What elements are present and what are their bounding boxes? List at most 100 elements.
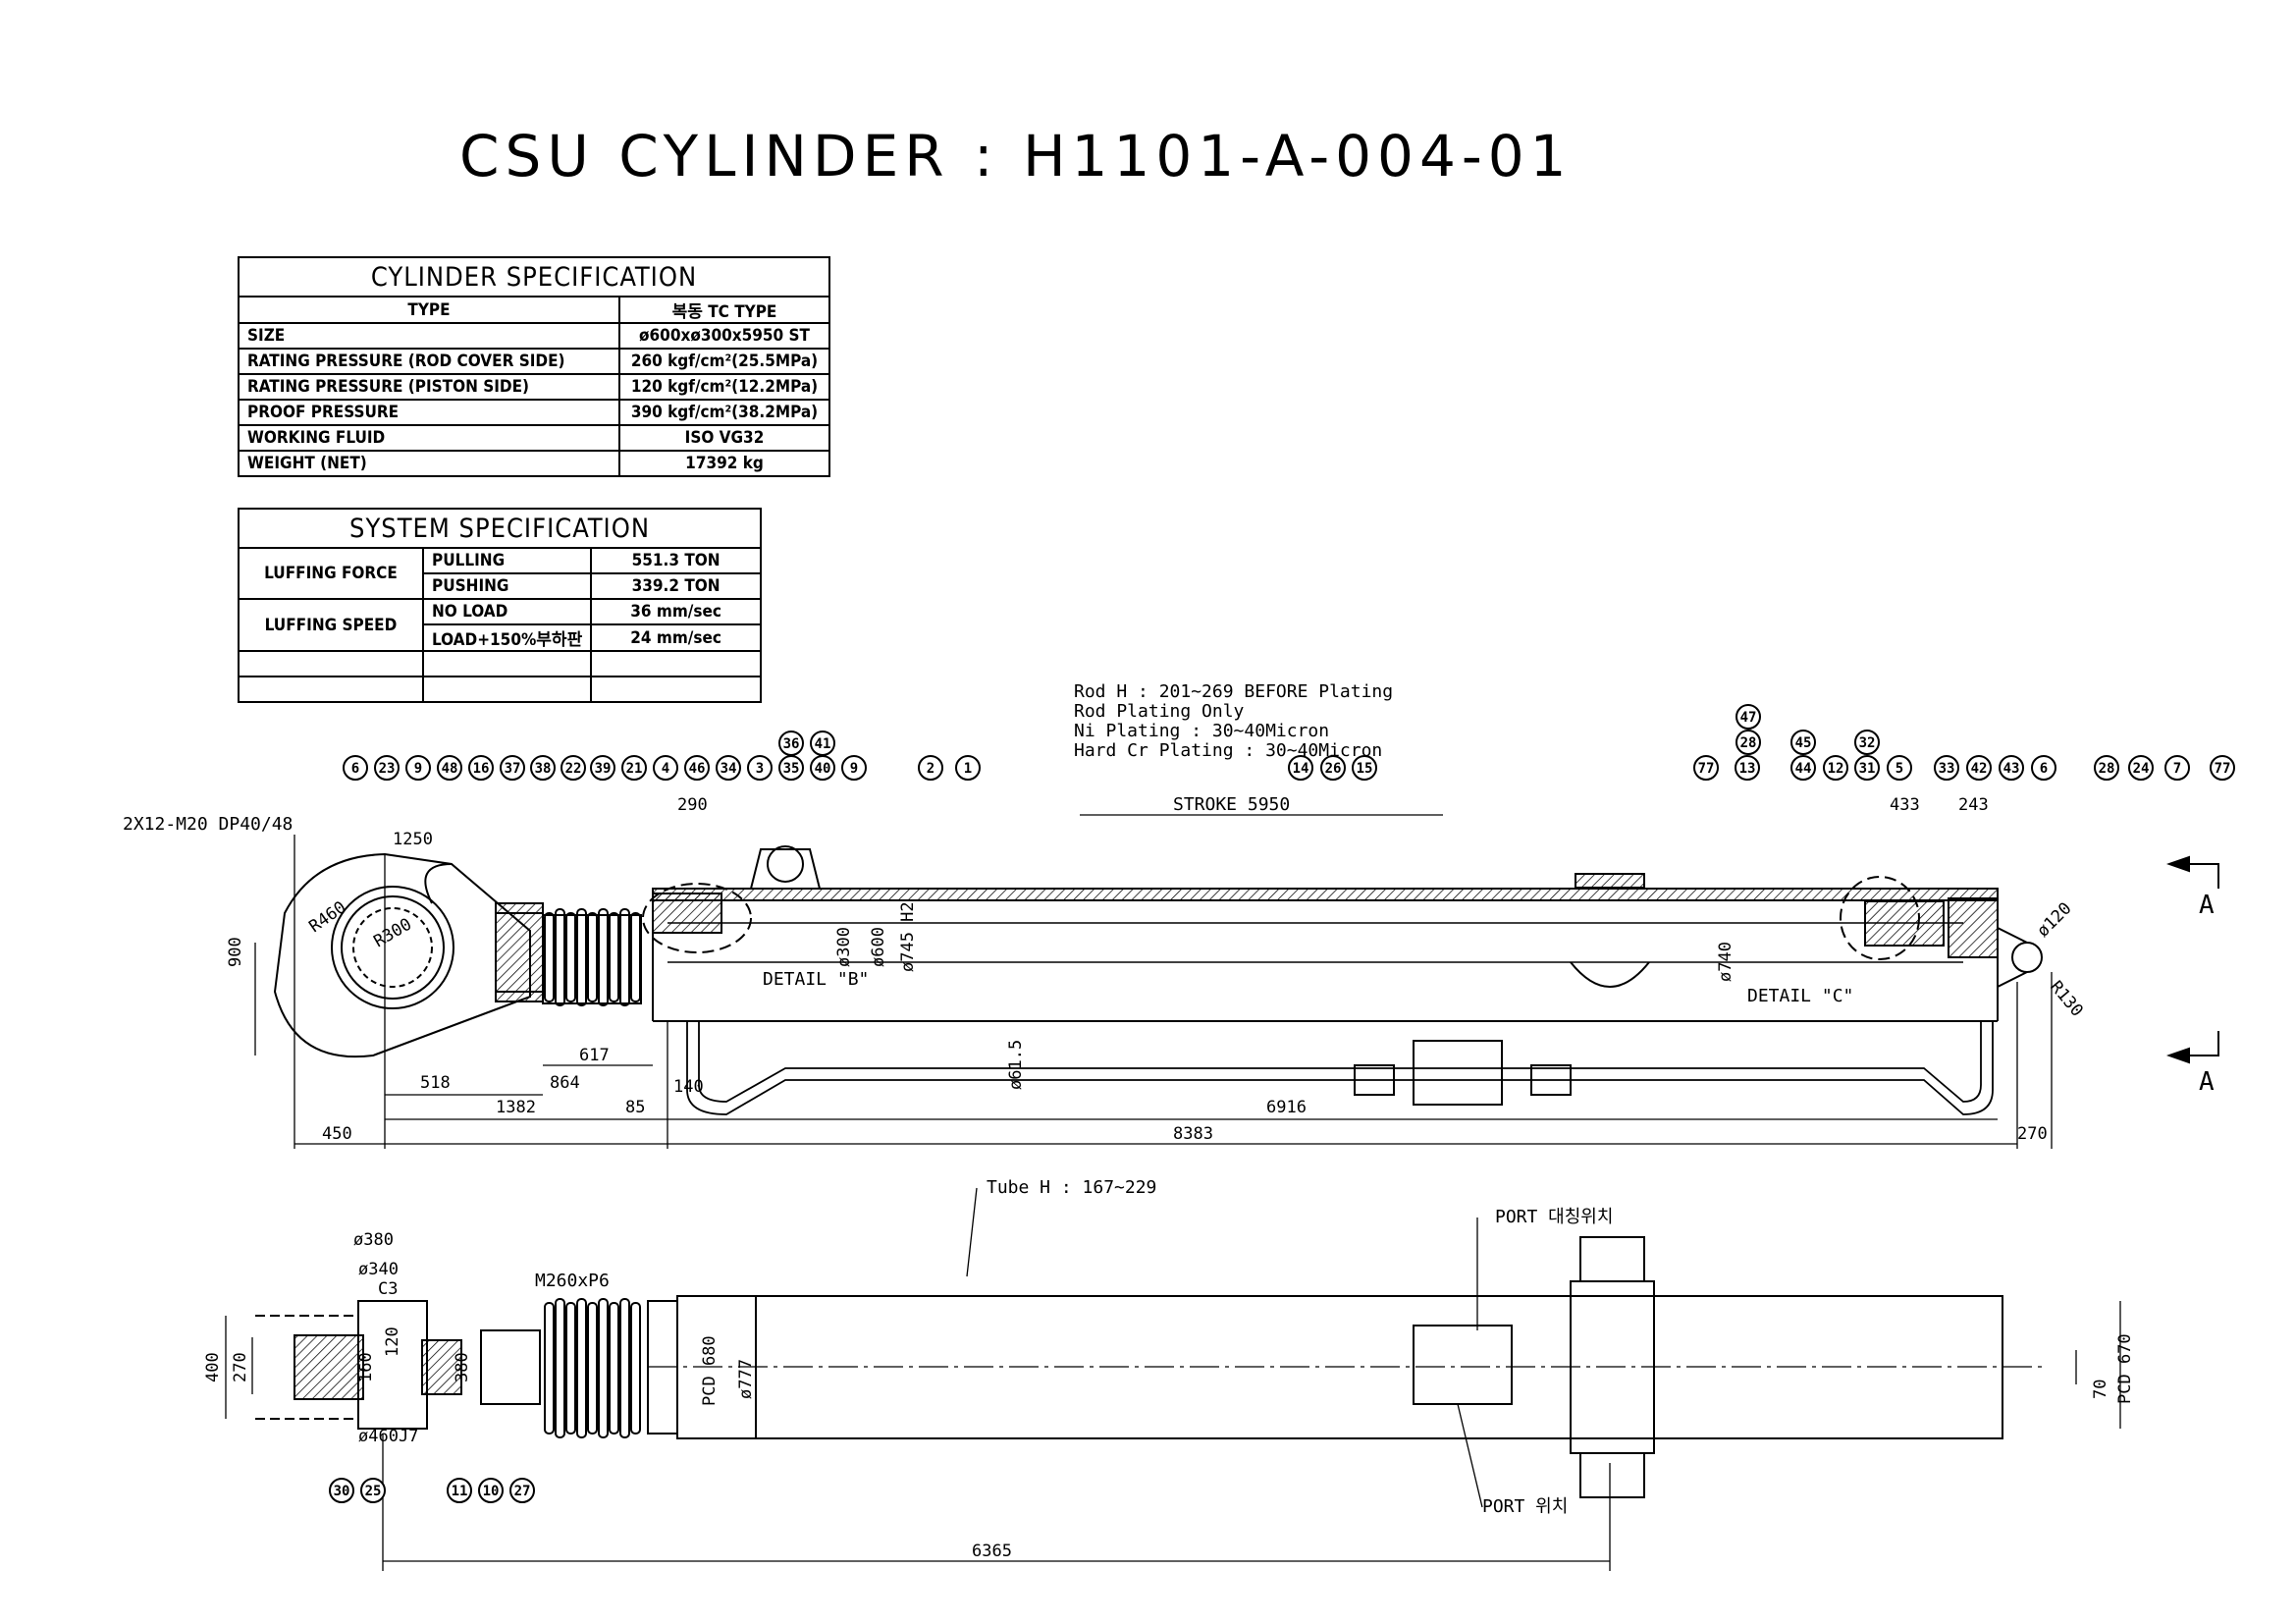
- svg-text:28: 28: [2099, 761, 2115, 777]
- spec-value: ø600xø300x5950 ST: [618, 322, 830, 350]
- bellows-convolution: [619, 1298, 630, 1438]
- luffing-force-label: LUFFING FORCE: [238, 547, 424, 600]
- svg-text:47: 47: [1740, 710, 1757, 726]
- note-ni-plating: Ni Plating : 30~40Micron: [1074, 721, 1329, 741]
- item-balloon: 37: [500, 755, 525, 781]
- spec-condition: LOAD+150%부하판: [421, 623, 593, 652]
- detail-c-circle: [1840, 876, 1920, 960]
- bellows-convolution: [544, 912, 555, 1002]
- spec-row-empty: [238, 650, 762, 677]
- dim-phi61: ø61.5: [1006, 1040, 1026, 1090]
- dim-243: 243: [1958, 795, 1989, 815]
- svg-text:43: 43: [2003, 761, 2020, 777]
- item-balloon: 11: [447, 1478, 472, 1503]
- bellows-convolution: [630, 1302, 641, 1435]
- spec-condition: PUSHING: [421, 572, 593, 600]
- item-balloon: 43: [1999, 755, 2024, 781]
- item-balloon: 32: [1854, 730, 1880, 755]
- spec-row: TYPE 복동 TC TYPE: [238, 296, 830, 324]
- bellows-convolution: [587, 1302, 598, 1435]
- item-balloon: 77: [2210, 755, 2235, 781]
- item-balloon: 12: [1823, 755, 1848, 781]
- spec-row: LUFFING FORCE PULLING 551.3 TON: [238, 547, 762, 600]
- svg-text:21: 21: [626, 761, 643, 777]
- svg-text:44: 44: [1795, 761, 1812, 777]
- item-balloon: 14: [1288, 755, 1313, 781]
- note-port-pos: PORT 위치: [1482, 1496, 1568, 1517]
- clevis-eye-outline: [273, 852, 531, 1058]
- note-thread: 2X12-M20 DP40/48: [123, 814, 293, 835]
- spec-row: LOAD+150%부하판 24 mm/sec: [239, 623, 762, 652]
- svg-text:41: 41: [815, 736, 831, 752]
- note-detail-c: DETAIL "C": [1747, 986, 1853, 1006]
- svg-text:37: 37: [505, 761, 521, 777]
- spec-value: 551.3 TON: [590, 547, 762, 574]
- dim-380b: 380: [453, 1352, 472, 1382]
- svg-text:40: 40: [815, 761, 831, 777]
- bellows-convolution: [609, 912, 619, 1002]
- svg-text:34: 34: [721, 761, 737, 777]
- svg-text:6: 6: [2040, 761, 2048, 777]
- system-spec-heading: SYSTEM SPECIFICATION: [238, 508, 762, 549]
- spec-value: 36 mm/sec: [590, 598, 762, 625]
- item-balloon: 28: [2094, 755, 2119, 781]
- bellows-convolution: [587, 912, 598, 1002]
- svg-text:77: 77: [2215, 761, 2231, 777]
- item-balloon: 5: [1887, 755, 1912, 781]
- spec-label: RATING PRESSURE (ROD COVER SIDE): [238, 348, 620, 375]
- svg-text:38: 38: [535, 761, 552, 777]
- dim-phi380: ø380: [353, 1230, 394, 1250]
- note-rod-hardness: Rod H : 201~269 BEFORE Plating: [1074, 681, 1393, 702]
- spec-value: 339.2 TON: [590, 572, 762, 600]
- item-balloon: 31: [1854, 755, 1880, 781]
- drawing-title: CSU CYLINDER : H1101-A-004-01: [459, 123, 1573, 189]
- item-balloon: 16: [468, 755, 494, 781]
- svg-text:1: 1: [964, 761, 972, 777]
- item-balloon: 1: [955, 755, 981, 781]
- bellows-convolution: [609, 1302, 619, 1435]
- svg-text:9: 9: [850, 761, 858, 777]
- svg-text:14: 14: [1293, 761, 1309, 777]
- svg-text:11: 11: [452, 1484, 468, 1499]
- spec-row: RATING PRESSURE (PISTON SIDE) 120 kgf/cm…: [238, 373, 830, 401]
- eye-bore-outer: [331, 886, 454, 1009]
- dim-pcd670: PCD 670: [2115, 1333, 2135, 1404]
- bellows-convolution: [576, 908, 587, 1006]
- spec-value: 17392 kg: [618, 450, 830, 477]
- note-detail-b: DETAIL "B": [763, 969, 869, 990]
- note-stroke: STROKE 5950: [1173, 794, 1290, 815]
- dim-phi460: ø460J7: [358, 1427, 418, 1446]
- dim-6365: 6365: [972, 1542, 1012, 1561]
- dim-70: 70: [2091, 1380, 2110, 1399]
- bellows-convolution: [598, 908, 609, 1006]
- item-balloon: 33: [1934, 755, 1959, 781]
- dim-900: 900: [226, 937, 245, 967]
- item-balloon: 41: [810, 731, 835, 756]
- item-balloon: 22: [561, 755, 586, 781]
- dim-270: 270: [2017, 1124, 2048, 1144]
- item-balloon: 7: [2164, 755, 2190, 781]
- item-balloon: 38: [530, 755, 556, 781]
- item-balloon: 47: [1735, 704, 1761, 730]
- label-c3: C3: [378, 1279, 398, 1299]
- item-balloon: 36: [778, 731, 804, 756]
- item-balloon: 40: [810, 755, 835, 781]
- bellows-convolution: [619, 908, 630, 1006]
- item-balloon: 48: [437, 755, 462, 781]
- dim-864: 864: [550, 1073, 580, 1093]
- dim-r460: R460: [305, 897, 349, 937]
- dim-85: 85: [625, 1098, 645, 1117]
- item-balloon: 10: [478, 1478, 504, 1503]
- dim-120: 120: [383, 1326, 402, 1357]
- svg-text:4: 4: [662, 761, 669, 777]
- svg-text:45: 45: [1795, 735, 1812, 751]
- spec-row: SIZE ø600xø300x5950 ST: [238, 322, 830, 350]
- spec-label: TYPE: [238, 296, 620, 324]
- svg-text:26: 26: [1325, 761, 1342, 777]
- spec-label: RATING PRESSURE (PISTON SIDE): [238, 373, 620, 401]
- spec-row-empty: [238, 676, 762, 703]
- spec-row: PROOF PRESSURE 390 kgf/cm²(38.2MPa): [238, 399, 830, 426]
- item-balloon: 77: [1693, 755, 1719, 781]
- svg-text:33: 33: [1939, 761, 1955, 777]
